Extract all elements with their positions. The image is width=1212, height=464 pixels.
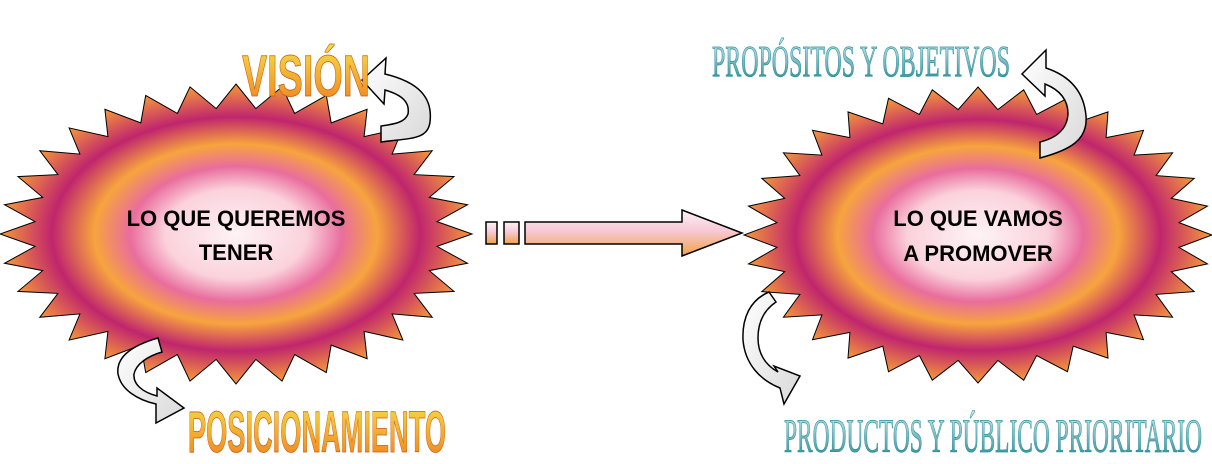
right-burst-label-line2: A PROMOVER — [903, 241, 1053, 266]
productos-label: PRODUCTOS Y PÚBLICO PRIORITARIO — [784, 409, 1202, 463]
curved-arrow-icon — [362, 58, 430, 142]
right-burst-shape — [744, 87, 1212, 383]
vision-label: VISIÓN — [242, 44, 370, 109]
left-burst-label-line1: LO QUE QUEREMOS — [127, 206, 346, 231]
propositos-label: PROPÓSITOS Y OBJETIVOS — [712, 37, 1010, 86]
right-burst: LO QUE VAMOS A PROMOVER — [744, 87, 1212, 383]
left-burst-label-line2: TENER — [199, 240, 274, 265]
posicionamiento-label: POSICIONAMIENTO — [188, 400, 446, 464]
right-arrow-icon — [486, 210, 742, 256]
right-burst-label-line1: LO QUE VAMOS — [893, 206, 1063, 231]
